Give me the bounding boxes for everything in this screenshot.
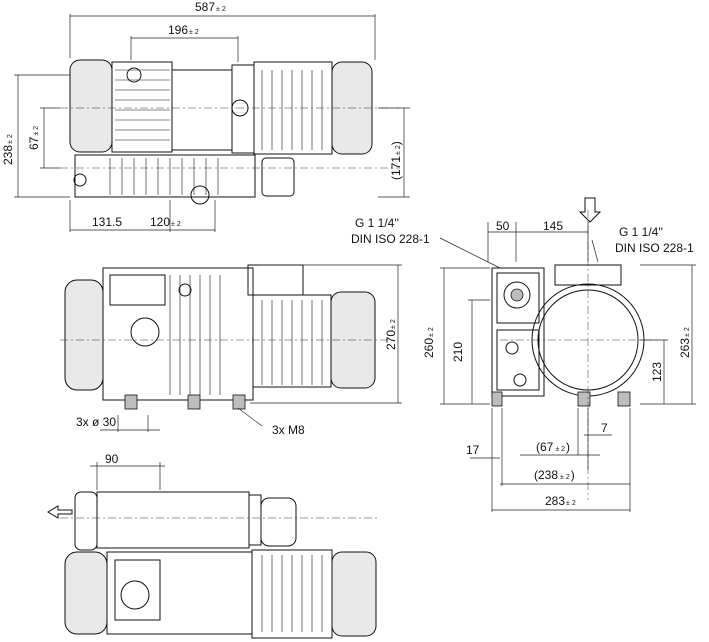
plan-view-dimensions [90, 462, 165, 490]
side-view-dimensions [14, 14, 410, 232]
dim-offset-131: 131.5 [92, 215, 122, 229]
dim-height-270: 270± 2 [384, 319, 398, 350]
inlet-standard-label: DIN ISO 228-1 [351, 232, 430, 246]
dim-width-17: 17 [466, 443, 480, 457]
dim-offset-120: 120± 2 [150, 215, 181, 229]
outlet-thread-label: G 1 1/4'' [619, 225, 663, 239]
dimension-labels: 587± 2 196± 2 238± 2 67± 2 (171± 2) 131.… [1, 0, 692, 508]
front-view-dimensions [100, 264, 402, 432]
front-view [60, 264, 390, 410]
dim-height-123: 123 [650, 362, 664, 382]
inlet-thread-label: G 1 1/4'' [355, 216, 399, 230]
dim-width-283: 283± 2 [545, 494, 576, 508]
end-view-dimensions [439, 222, 696, 512]
dim-width-145: 145 [543, 219, 563, 233]
dim-flange-length: 196± 2 [168, 23, 199, 37]
dim-width-7: 7 [601, 421, 608, 435]
dim-width-67: (67± 2) [536, 440, 570, 454]
side-view [60, 59, 400, 205]
connection-labels: G 1 1/4'' DIN ISO 228-1 G 1 1/4'' DIN IS… [351, 216, 694, 255]
dim-height-260: 260± 2 [422, 327, 436, 358]
plan-view [47, 491, 380, 639]
outlet-standard-label: DIN ISO 228-1 [615, 241, 694, 255]
dim-width-238: (238± 2) [534, 468, 575, 482]
dim-height-238: 238± 2 [1, 134, 15, 165]
dim-height-210: 210 [451, 342, 465, 362]
dim-thread: 3x M8 [272, 423, 305, 437]
dim-width-90: 90 [105, 452, 119, 466]
dim-width-50: 50 [496, 219, 510, 233]
dim-height-67: 67± 2 [27, 126, 41, 150]
dim-height-263: 263± 2 [678, 327, 692, 358]
dim-height-171: (171± 2) [389, 141, 403, 180]
dim-holes: 3x ø 30 [76, 415, 116, 429]
dim-overall-length: 587± 2 [195, 0, 226, 14]
